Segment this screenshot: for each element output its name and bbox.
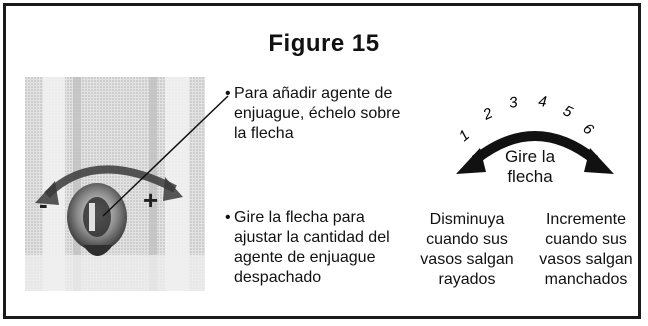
decrease-instruction: Disminuya cuando sus vasos salgan rayado… bbox=[420, 211, 514, 288]
figure-title: Figure 15 bbox=[268, 30, 380, 57]
instruction-turn-arrow: • Gire la flecha para ajustar la cantida… bbox=[225, 208, 409, 288]
dial-diagram: 1 2 3 4 5 6 bbox=[430, 80, 640, 200]
plus-sign: + bbox=[143, 185, 158, 215]
instruction-add-rinse-agent: • Para añadir agente de enjuague, échelo… bbox=[225, 84, 409, 144]
dial-number: 2 bbox=[480, 104, 496, 124]
instruction-text: Gire la flecha para ajustar la cantidad … bbox=[234, 209, 390, 286]
minus-sign: - bbox=[39, 189, 48, 219]
dial-center-label: Gire la flecha bbox=[504, 147, 556, 186]
dial-number: 1 bbox=[456, 127, 473, 145]
double-arrow-icon bbox=[471, 131, 599, 164]
dispenser-photo: - + bbox=[25, 77, 205, 291]
bullet-marker: • bbox=[225, 209, 231, 226]
dial-number: 4 bbox=[538, 93, 548, 111]
increase-instruction: Incremente cuando sus vasos salgan manch… bbox=[539, 211, 633, 288]
dial-number: 5 bbox=[560, 102, 575, 121]
dial-number: 3 bbox=[508, 94, 520, 112]
dial-number: 6 bbox=[579, 120, 597, 139]
bullet-marker: • bbox=[225, 85, 231, 102]
instruction-text: Para añadir agente de enjuague, échelo s… bbox=[234, 85, 401, 142]
